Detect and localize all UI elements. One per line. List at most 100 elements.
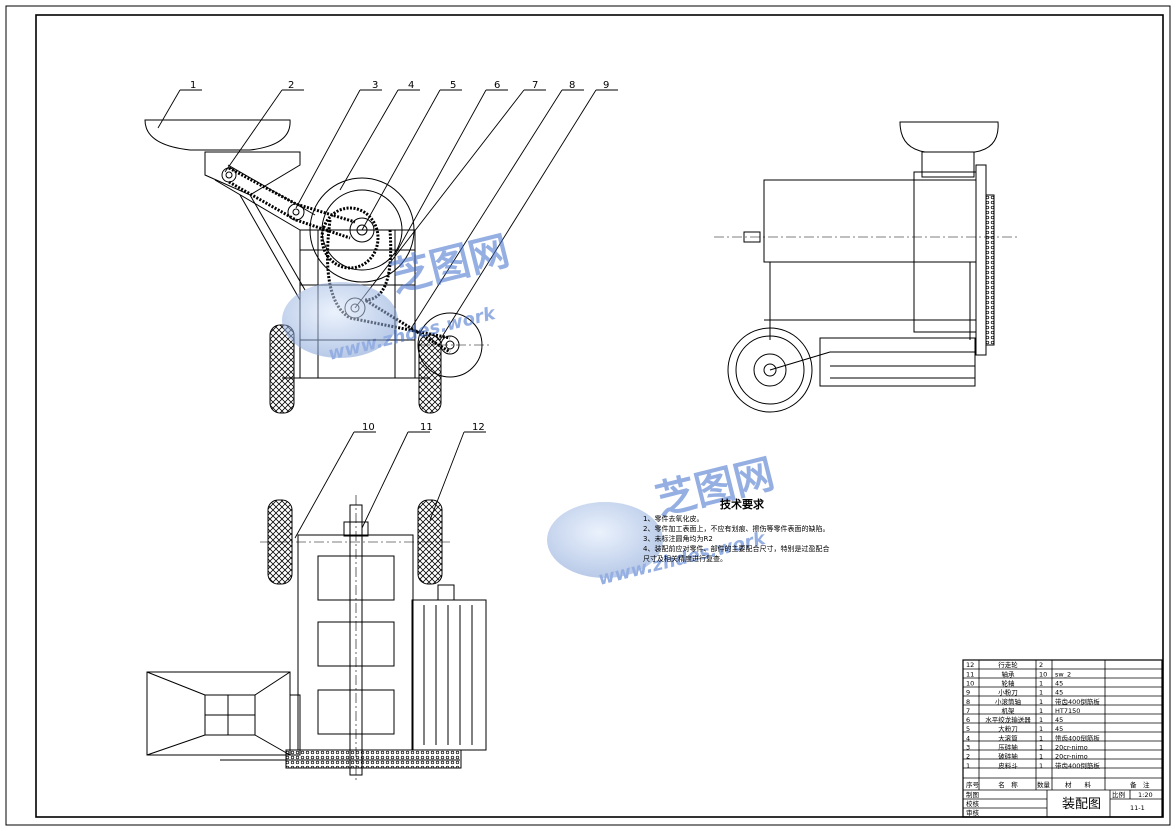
bom-cell-material: 45 [1055, 679, 1063, 687]
bom-header-row: 序号 名 称 数量 材 料 备 注 [966, 780, 1150, 789]
bom-row: 4 大滚筒 1 带齿400倒筋板 [966, 733, 1100, 742]
balloon-1: 1 [190, 80, 196, 91]
bom-row: 8 小滚筒轴 1 带齿400倒筋板 [966, 697, 1100, 706]
bom-cell-qty: 1 [1039, 762, 1043, 770]
side-view [714, 121, 1018, 413]
bom-row: 7 机架 1 HT7150 [966, 706, 1080, 715]
bom-cell-no: 2 [966, 753, 970, 761]
bom-cell-no: 11 [966, 670, 974, 678]
balloon-5: 5 [450, 80, 456, 91]
bom-cell-name: 水平绞龙输送器 [985, 715, 1031, 724]
balloon-8: 8 [569, 80, 575, 91]
bom-cell-material: 20cr-nimo [1055, 744, 1088, 752]
bom-cell-qty: 1 [1039, 753, 1043, 761]
bom-cell-name: 小滚筒轴 [995, 697, 1022, 706]
bom-cell-no: 12 [966, 661, 974, 669]
bom-cell-name: 小粉刀 [998, 688, 1018, 697]
bom-cell-name: 压碎轴 [998, 743, 1018, 752]
bom-cell-name: 轴承 [1002, 669, 1016, 678]
bom-cell-no: 5 [966, 725, 970, 733]
bom-cell-material: 45 [1055, 716, 1063, 724]
balloon-12: 12 [472, 422, 485, 433]
balloon-leaders-top [157, 89, 618, 341]
bom-cell-qty: 1 [1039, 707, 1043, 715]
bom-row: 11 轴承 10 sw_2 [966, 669, 1071, 678]
balloon-11: 11 [420, 422, 433, 433]
bom-header-name: 名 称 [998, 780, 1018, 789]
bom-row: 9 小粉刀 1 45 [966, 688, 1063, 697]
bom-cell-qty: 1 [1039, 698, 1043, 706]
scale-value: 1:20 [1138, 791, 1153, 799]
drawing-number: 11-1 [1130, 804, 1145, 812]
bom-cell-material: 20cr-nimo [1055, 753, 1088, 761]
balloon-2: 2 [288, 80, 294, 91]
tech-item-5: 尺寸及相关精度进行复查。 [643, 554, 727, 563]
balloon-6: 6 [494, 80, 500, 91]
bom-cell-name: 机架 [1002, 706, 1016, 715]
balloon-3: 3 [372, 80, 378, 91]
bom-cell-no: 3 [966, 744, 970, 752]
bom-row: 5 大粉刀 1 45 [966, 724, 1063, 733]
bom-row: 2 破碎轴 1 20cr-nimo [966, 752, 1088, 761]
bom-cell-material: sw_2 [1055, 670, 1071, 678]
bom-cell-qty: 1 [1039, 689, 1043, 697]
bom-cell-name: 皮料斗 [998, 761, 1018, 770]
technical-requirements: 技术要求 1、零件去氧化皮。 2、零件加工表面上，不应有划痕、擦伤等零件表面的缺… [643, 497, 829, 563]
bom-cell-material: HT7150 [1055, 707, 1080, 715]
bom-cell-material: 带齿400倒筋板 [1055, 697, 1100, 706]
title-block: 制图 校核 审核 装配图 比例 1:20 11-1 [966, 790, 1153, 817]
drawing-title: 装配图 [1062, 797, 1101, 812]
front-view [144, 119, 490, 414]
bom-cell-material: 45 [1055, 689, 1063, 697]
balloon-10: 10 [362, 422, 375, 433]
bom-cell-qty: 1 [1039, 716, 1043, 724]
checked-label: 校核 [966, 799, 980, 808]
bom-cell-material: 45 [1055, 725, 1063, 733]
bom-cell-qty: 10 [1039, 670, 1047, 678]
tech-title: 技术要求 [720, 497, 765, 511]
bom-cell-qty: 1 [1039, 725, 1043, 733]
approved-label: 审核 [966, 808, 980, 817]
bom-row: 12 行走轮 2 [966, 660, 1043, 669]
inner-border [35, 14, 1164, 818]
balloon-leaders-bottom [294, 431, 486, 539]
bom-cell-no: 4 [966, 734, 970, 742]
bom-cell-no: 9 [966, 689, 970, 697]
bom-header-qty: 数量 [1037, 780, 1051, 789]
bom-cell-no: 6 [966, 716, 970, 724]
bom-cell-material: 带齿400倒筋板 [1055, 761, 1100, 770]
balloon-4: 4 [408, 80, 414, 91]
bom-cell-material: 带齿400倒筋板 [1055, 733, 1100, 742]
bom-cell-no: 7 [966, 707, 970, 715]
bom-table [962, 659, 1163, 818]
bom-cell-qty: 2 [1039, 661, 1043, 669]
bom-cell-name: 大滚筒 [998, 733, 1018, 742]
tech-item-3: 3、未标注圆角均为R2 [643, 534, 713, 543]
bom-cell-qty: 1 [1039, 734, 1043, 742]
bom-cell-name: 行走轮 [998, 660, 1018, 669]
balloon-7: 7 [532, 80, 538, 91]
bom-header-no: 序号 [966, 780, 980, 789]
bom-cell-qty: 1 [1039, 744, 1043, 752]
bom-row: 6 水平绞龙输送器 1 45 [966, 715, 1063, 724]
bom-cell-name: 大粉刀 [998, 724, 1018, 733]
bom-cell-name: 轮轴 [1002, 678, 1016, 687]
scale-label: 比例 [1112, 790, 1125, 799]
drawn-label: 制图 [966, 790, 979, 799]
balloon-9: 9 [603, 80, 609, 91]
bom-cell-qty: 1 [1039, 679, 1043, 687]
top-view [146, 495, 487, 780]
front-hopper [144, 119, 291, 151]
bom-header-material: 材 料 [1065, 780, 1092, 789]
balloon-labels: 1 2 3 4 5 6 7 8 9 10 11 12 [190, 80, 609, 433]
bom-cell-no: 10 [966, 679, 974, 687]
bom-row: 3 压碎轴 1 20cr-nimo [966, 743, 1088, 752]
tech-item-4: 4、装配前应对零件、部件的主要配合尺寸，特别是过盈配合 [643, 544, 829, 553]
tech-item-1: 1、零件去氧化皮。 [643, 514, 703, 523]
bom-cell-no: 8 [966, 698, 970, 706]
bom-header-note: 备 注 [1130, 780, 1150, 789]
bom-cell-name: 破碎轴 [998, 752, 1018, 761]
